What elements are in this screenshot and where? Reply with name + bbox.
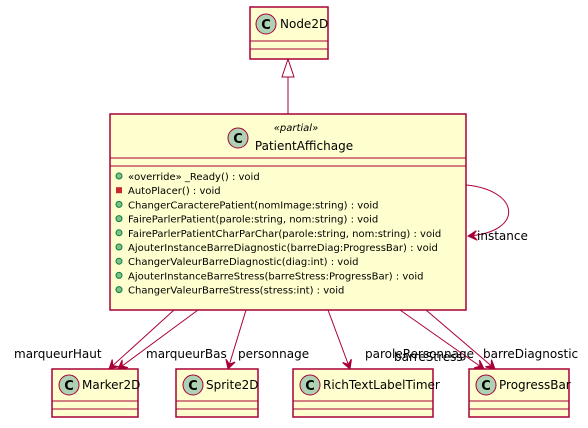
public-visibility-icon — [115, 215, 123, 223]
method-row: FaireParlerPatientCharParChar(parole:str… — [115, 229, 441, 240]
method-text: ChangerValeurBarreStress(stress:int) : v… — [128, 286, 344, 297]
self-association-edge — [465, 184, 510, 236]
public-visibility-icon — [115, 243, 123, 251]
role-parole-personnage: paroleRersonnage — [365, 347, 474, 361]
public-visibility-icon — [115, 257, 123, 265]
private-visibility-icon — [116, 187, 122, 194]
method-text: ChangerValeurBarreDiagnostic(diag:int) :… — [128, 257, 358, 268]
class-richtextlabeltimer[interactable]: C RichTextLabelTimer — [292, 368, 440, 418]
svg-text:C: C — [261, 18, 271, 33]
method-row: AjouterInstanceBarreStress(barreStress:P… — [115, 271, 424, 282]
svg-text:C: C — [188, 379, 198, 394]
class-circle-icon — [299, 374, 321, 396]
class-progressbar[interactable]: C ProgressBar — [468, 368, 571, 418]
svg-text:C: C — [305, 379, 315, 394]
role-personnage: personnage — [238, 347, 309, 361]
public-visibility-icon — [115, 271, 123, 279]
method-row: FaireParlerPatient(parole:string, nom:st… — [115, 215, 378, 226]
public-visibility-icon — [115, 172, 123, 180]
edge-marqueur-haut — [109, 309, 175, 369]
inheritance-arrowhead — [281, 57, 295, 78]
class-name: Marker2D — [82, 378, 140, 392]
method-row: AutoPlacer() : void — [116, 186, 221, 197]
method-text: AjouterInstanceBarreStress(barreStress:P… — [128, 271, 424, 282]
role-barre-stress: barreStress — [394, 350, 463, 364]
public-visibility-icon — [115, 200, 123, 208]
method-text: AutoPlacer() : void — [128, 186, 221, 197]
svg-text:C: C — [233, 132, 243, 147]
svg-text:C: C — [481, 379, 491, 394]
role-marqueur-bas: marqueurBas — [146, 347, 227, 361]
class-circle-icon — [58, 374, 80, 396]
role-marqueur-haut: marqueurHaut — [14, 347, 102, 361]
class-stereotype: «partial» — [274, 123, 319, 134]
method-row: AjouterInstanceBarreDiagnostic(barreDiag… — [115, 243, 438, 254]
class-name: ProgressBar — [499, 378, 571, 392]
class-name: Node2D — [280, 17, 328, 31]
method-row: ChangerValeurBarreStress(stress:int) : v… — [115, 286, 344, 297]
class-circle-icon — [475, 374, 497, 396]
edge-barre-diagnostic — [425, 309, 495, 369]
edge-barre-stress — [399, 309, 484, 369]
class-node2d[interactable]: C Node2D — [249, 6, 329, 60]
public-visibility-icon — [115, 286, 123, 294]
edge-personnage — [228, 309, 247, 369]
method-row: ChangerCaracterePatient(nomImage:string)… — [115, 200, 378, 211]
method-text: AjouterInstanceBarreDiagnostic(barreDiag… — [128, 243, 438, 254]
method-row: «override» _Ready() : void — [115, 172, 260, 183]
method-row: ChangerValeurBarreDiagnostic(diag:int) :… — [115, 257, 358, 268]
role-instance: instance — [477, 229, 528, 243]
method-text: FaireParlerPatient(parole:string, nom:st… — [128, 215, 378, 226]
class-patient-affichage[interactable]: C «partial» PatientAffichage «override» … — [109, 113, 467, 311]
edge-parole-personnage — [327, 309, 350, 369]
class-name: RichTextLabelTimer — [323, 378, 440, 392]
method-text: ChangerCaracterePatient(nomImage:string)… — [128, 200, 378, 211]
public-visibility-icon — [115, 229, 123, 237]
method-text: FaireParlerPatientCharParChar(parole:str… — [128, 229, 441, 240]
class-sprite2d[interactable]: C Sprite2D — [175, 368, 259, 418]
svg-text:C: C — [64, 379, 74, 394]
class-circle-icon — [255, 13, 277, 35]
class-name: Sprite2D — [206, 378, 258, 392]
edge-marqueur-bas — [118, 309, 199, 369]
class-circle-icon — [227, 127, 249, 149]
class-name: PatientAffichage — [255, 139, 353, 153]
class-circle-icon — [182, 374, 204, 396]
method-text: «override» _Ready() : void — [128, 172, 260, 183]
role-barre-diagnostic: barreDiagnostic — [483, 347, 578, 361]
class-marker2d[interactable]: C Marker2D — [51, 368, 140, 418]
